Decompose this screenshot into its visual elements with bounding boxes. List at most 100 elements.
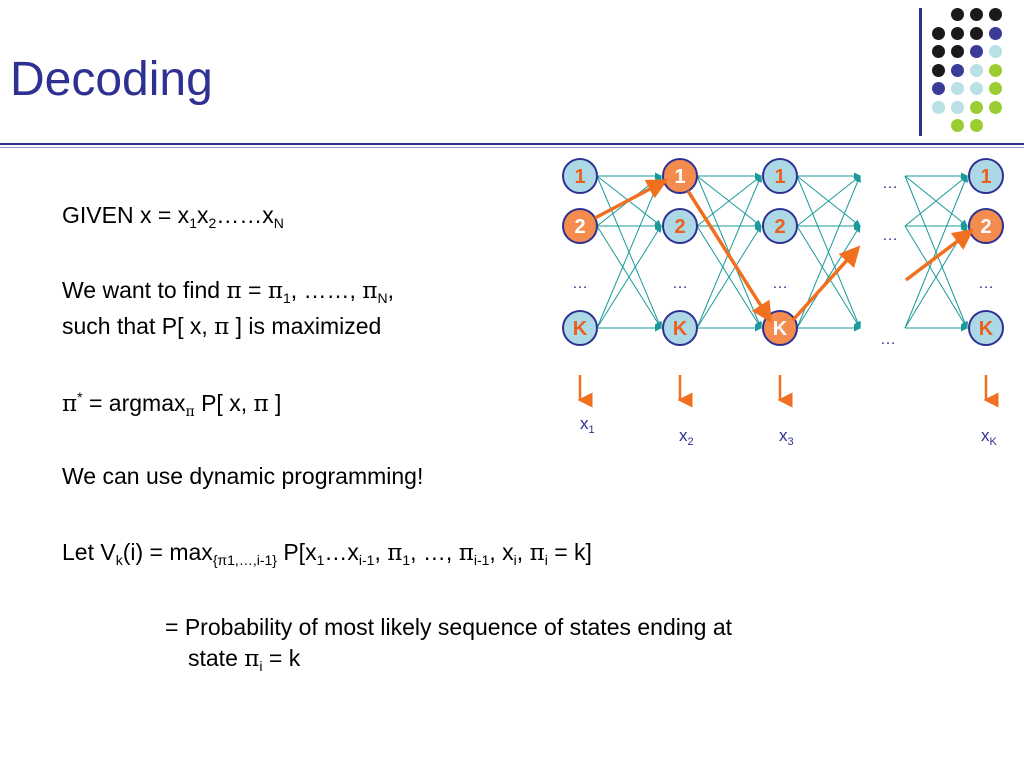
gap-ellipsis: … <box>882 175 898 192</box>
obs-sub: 2 <box>687 436 694 448</box>
let-c2: , …, <box>410 539 459 565</box>
pi-symbol: π <box>529 540 545 566</box>
star-sup: * <box>77 389 83 405</box>
decor-dot <box>989 45 1002 58</box>
want-prefix: We want to find <box>62 277 227 303</box>
state-node <box>762 208 798 244</box>
decor-dot <box>951 26 964 40</box>
transition-edge <box>904 175 968 329</box>
best-path-segment <box>686 190 772 323</box>
state-node <box>662 158 698 194</box>
gap-ellipsis: … <box>880 331 896 348</box>
want-line: We want to find π = π1, ……, πN, <box>62 277 394 306</box>
given-prefix: GIVEN x = x <box>62 202 190 228</box>
given-subN: N <box>273 215 284 231</box>
transition-edge <box>796 225 861 329</box>
state-node <box>562 158 598 194</box>
want-sub1: 1 <box>282 290 291 306</box>
decor-dot <box>970 82 983 95</box>
want-end: , <box>387 277 394 303</box>
let-si: i <box>513 552 517 568</box>
decor-dot <box>932 45 945 58</box>
let-dots: …x <box>324 539 359 565</box>
argmax-px: P[ x, <box>194 390 254 416</box>
decor-dot <box>951 119 964 132</box>
transition-edge <box>696 175 762 329</box>
pi-symbol: π <box>362 278 378 304</box>
let-prefix: Let V <box>62 539 116 565</box>
state-node <box>562 310 598 346</box>
slide-title: Decoding <box>10 53 213 106</box>
state-label: 2 <box>774 216 785 238</box>
such-end: ] is maximized <box>229 313 382 339</box>
let-spi1: i-1 <box>473 552 490 568</box>
decor-dot <box>970 100 983 114</box>
decor-dot <box>932 82 945 95</box>
viterbi-trellis-diagram: ………12K…12K…12K…12K… <box>562 158 1004 408</box>
state-node <box>562 208 598 244</box>
obs-x: x <box>779 426 788 445</box>
pi-symbol: π <box>253 391 269 417</box>
argmax-close: ] <box>268 390 282 416</box>
pi-symbol: π <box>214 314 230 340</box>
transition-edge <box>696 225 762 329</box>
prob-si: i <box>259 658 263 674</box>
let-p: P[x <box>276 539 317 565</box>
decor-dot <box>989 26 1002 40</box>
such-that-line: such that P[ x, π ] is maximized <box>62 313 381 340</box>
state-node <box>662 310 698 346</box>
decor-dot <box>989 63 1002 77</box>
let-sp1: 1 <box>402 552 411 568</box>
state-node <box>762 158 798 194</box>
transition-edge <box>904 175 968 227</box>
prob-end: = k <box>262 645 301 671</box>
observation-label-x2: x2 <box>679 426 694 448</box>
let-s1: 1 <box>316 552 325 568</box>
decor-dot <box>970 119 983 132</box>
observation-label-xk: xK <box>981 426 997 448</box>
want-eq: = <box>241 277 268 303</box>
state-node <box>968 158 1004 194</box>
transition-edge <box>596 175 662 329</box>
dp-line: We can use dynamic programming! <box>62 463 424 489</box>
state-label: 2 <box>674 216 685 238</box>
state-ellipsis: … <box>672 275 688 292</box>
obs-sub: K <box>989 436 997 448</box>
probability-line-2: state πi = k <box>188 645 300 674</box>
state-label: K <box>573 318 588 340</box>
decor-vertical-bar <box>919 8 922 136</box>
state-label: K <box>773 318 788 340</box>
let-spi: i <box>544 552 548 568</box>
state-ellipsis: … <box>978 275 994 292</box>
pi-symbol: π <box>458 540 474 566</box>
pi-subscript: π <box>185 404 195 420</box>
decor-dot <box>970 26 983 40</box>
let-c4: , <box>516 539 530 565</box>
pi-symbol: π <box>244 646 260 672</box>
decor-dot <box>951 63 964 77</box>
pi-symbol: π <box>267 278 283 304</box>
observation-label-x3: x3 <box>779 426 794 448</box>
title-divider-shadow <box>0 147 1024 148</box>
decor-dot <box>989 8 1002 21</box>
transition-edge <box>696 175 762 227</box>
state-label: 1 <box>980 166 991 188</box>
transition-edge <box>596 225 662 329</box>
obs-sub: 1 <box>588 424 595 436</box>
want-mid: , ……, <box>290 277 363 303</box>
decor-dot <box>989 82 1002 95</box>
best-path-segment <box>594 179 669 220</box>
given-sub2: 2 <box>208 215 217 231</box>
given-xn: ……x <box>216 202 274 228</box>
decor-dot <box>932 100 945 114</box>
decor-dot <box>970 63 983 77</box>
state-label: 1 <box>674 166 685 188</box>
want-subN: N <box>377 290 388 306</box>
obs-x: x <box>981 426 990 445</box>
state-ellipsis: … <box>572 275 588 292</box>
state-label: 1 <box>574 166 585 188</box>
gap-ellipsis: … <box>882 227 898 244</box>
pi-symbol: π <box>226 278 242 304</box>
decor-dot <box>951 100 964 114</box>
such-prefix: such that P[ x, <box>62 313 215 339</box>
